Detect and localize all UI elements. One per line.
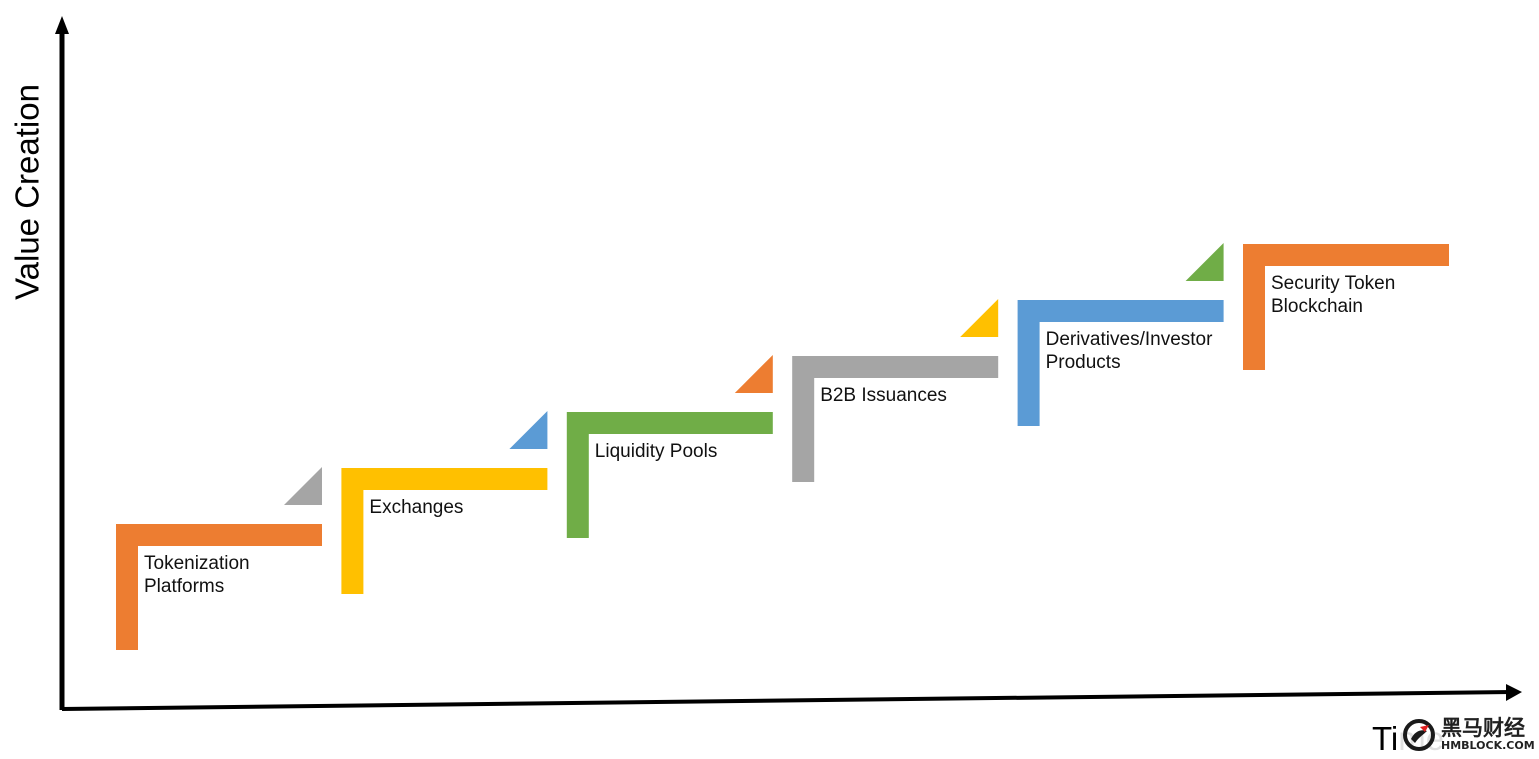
stage-2-label: Exchanges [369,497,464,518]
stage-3-label: Liquidity Pools [594,441,718,462]
watermark-brand: 黑马财经 [1441,716,1525,740]
stage-3-corner-marker [734,355,773,393]
stage-3-bracket [566,412,773,538]
stage-4-label: B2B Issuances [820,385,947,406]
stage-1-label: Tokenization Platforms [144,553,250,597]
horse-logo-icon [1403,719,1435,751]
stage-1-bracket [116,524,322,650]
stage-6-label: Security Token Blockchain [1271,273,1396,317]
stages-layer [116,244,1449,650]
watermark: 黑马财经 HMBLOCK.COM [1399,716,1537,756]
stage-4-corner-marker [960,299,999,337]
stage-4-bracket [792,356,999,482]
y-axis-title: Value Creation [8,84,46,300]
stage-2-bracket [341,468,548,594]
y-axis-arrowhead [55,16,69,34]
watermark-site: HMBLOCK.COM [1441,739,1535,752]
x-axis-arrowhead [1506,684,1522,701]
stage-1-corner-marker [284,467,322,505]
stage-5-corner-marker [1185,243,1224,281]
markers-layer [284,243,1224,505]
stage-6-bracket [1243,244,1449,370]
stage-5-label: Derivatives/Investor Products [1045,329,1213,373]
stage-2-corner-marker [509,411,548,449]
axes [55,16,1522,711]
stage-5-bracket [1017,300,1224,426]
x-axis-line [61,690,1513,711]
